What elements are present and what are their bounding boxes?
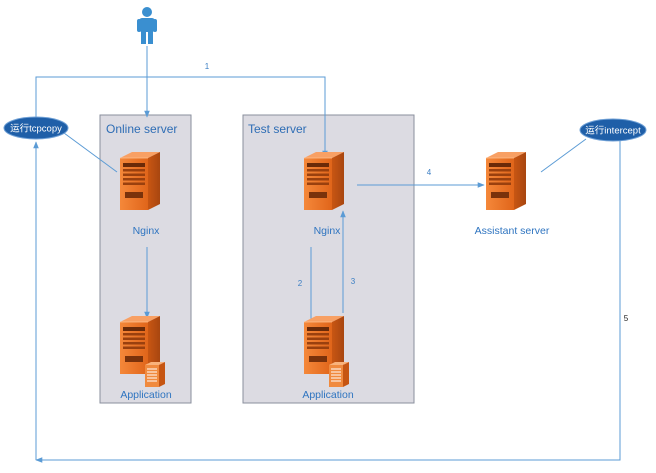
- assistant-server-label: Assistant server: [475, 225, 550, 237]
- step-1-label: 1: [205, 62, 210, 71]
- intercept-to-assistant-link: [540, 138, 587, 173]
- tcpcopy-to-nginx-link: [63, 132, 118, 173]
- test-application-module-icon: [328, 361, 350, 388]
- flow-lines: [33, 46, 621, 463]
- test-application-label: Application: [302, 389, 354, 401]
- step-2-label: 2: [298, 279, 303, 288]
- person-icon: [137, 7, 157, 44]
- assistant-server-icon: [485, 151, 527, 211]
- intercept-ellipse: 运行intercept: [579, 118, 647, 142]
- tcpcopy-label: 运行tcpcopy: [10, 123, 62, 135]
- test-nginx-server-icon: [303, 151, 345, 211]
- online-nginx-label: Nginx: [133, 225, 161, 237]
- online-server-title: Online server: [106, 122, 177, 136]
- test-nginx-label: Nginx: [314, 225, 342, 237]
- intercept-label: 运行intercept: [585, 125, 641, 137]
- step-5-label: 5: [624, 314, 629, 323]
- online-application-label: Application: [120, 389, 172, 401]
- online-nginx-server-icon: [119, 151, 161, 211]
- step5-arrow: [35, 139, 621, 463]
- step-4-label: 4: [427, 168, 432, 177]
- tcpcopy-ellipse: 运行tcpcopy: [3, 116, 69, 140]
- test-server-title: Test server: [248, 122, 307, 136]
- online-application-module-icon: [144, 361, 166, 388]
- step1-arrow: [35, 76, 328, 158]
- step-3-label: 3: [351, 277, 356, 286]
